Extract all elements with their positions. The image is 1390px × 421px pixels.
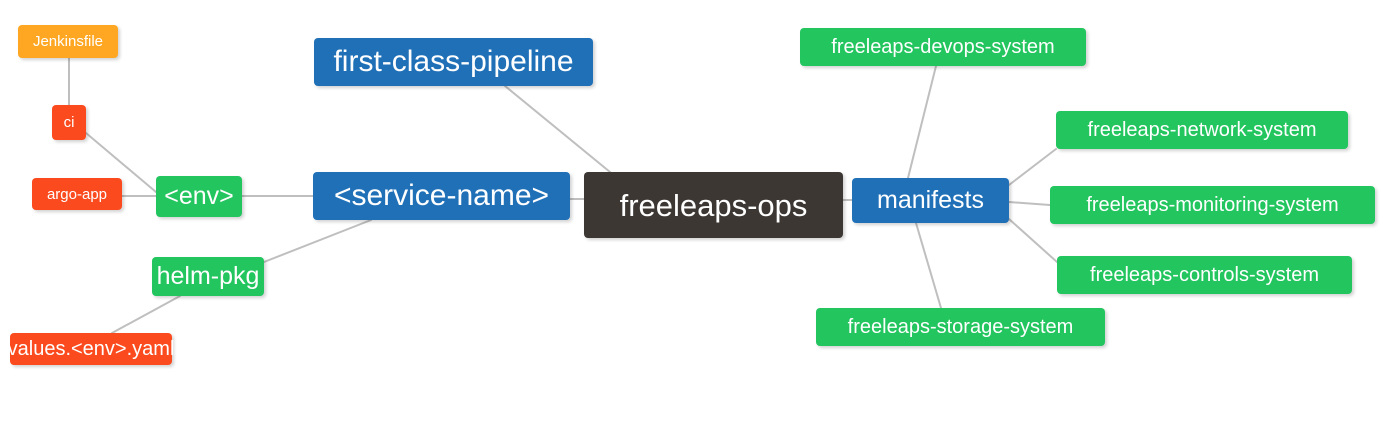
- node-label-argo-app: argo-app: [46, 185, 108, 203]
- node-values-yaml[interactable]: values.<env>.yaml: [7, 333, 175, 365]
- node-devops-system[interactable]: freeleaps-devops-system: [800, 28, 1086, 66]
- edge-controls-system-to-manifests: [1008, 218, 1058, 263]
- node-label-manifests: manifests: [877, 186, 984, 214]
- node-label-storage-system: freeleaps-storage-system: [847, 316, 1074, 338]
- edge-first-class-pipeline-to-freeleaps-ops: [504, 85, 611, 173]
- node-jenkinsfile[interactable]: Jenkinsfile: [18, 25, 118, 58]
- edge-monitoring-system-to-manifests: [1008, 201, 1051, 206]
- node-label-service-name: <service-name>: [333, 179, 550, 212]
- edge-network-system-to-manifests: [1008, 148, 1057, 186]
- node-label-values-yaml: values.<env>.yaml: [7, 338, 175, 360]
- node-label-env: <env>: [164, 182, 234, 210]
- node-label-controls-system: freeleaps-controls-system: [1090, 264, 1319, 286]
- node-manifests[interactable]: manifests: [852, 178, 1009, 223]
- node-argo-app[interactable]: argo-app: [32, 178, 122, 210]
- node-label-devops-system: freeleaps-devops-system: [831, 36, 1055, 58]
- node-label-network-system: freeleaps-network-system: [1087, 119, 1317, 141]
- node-service-name[interactable]: <service-name>: [313, 172, 570, 220]
- node-storage-system[interactable]: freeleaps-storage-system: [816, 308, 1105, 346]
- node-ci[interactable]: ci: [52, 105, 86, 140]
- node-helm-pkg[interactable]: helm-pkg: [152, 257, 264, 296]
- node-label-ci: ci: [63, 114, 75, 131]
- node-first-class-pipeline[interactable]: first-class-pipeline: [314, 38, 593, 86]
- node-label-helm-pkg: helm-pkg: [156, 262, 260, 290]
- node-label-first-class-pipeline: first-class-pipeline: [333, 45, 574, 78]
- node-label-freeleaps-ops: freeleaps-ops: [619, 187, 808, 223]
- edge-devops-system-to-manifests: [907, 65, 937, 179]
- node-freeleaps-ops[interactable]: freeleaps-ops: [584, 172, 843, 238]
- edge-values-yaml-to-helm-pkg: [111, 295, 181, 334]
- node-monitoring-system[interactable]: freeleaps-monitoring-system: [1050, 186, 1375, 224]
- node-label-monitoring-system: freeleaps-monitoring-system: [1086, 194, 1339, 216]
- edge-helm-pkg-to-service-name: [263, 219, 372, 263]
- node-label-jenkinsfile: Jenkinsfile: [32, 33, 104, 50]
- node-controls-system[interactable]: freeleaps-controls-system: [1057, 256, 1352, 294]
- edge-storage-system-to-manifests: [915, 222, 942, 309]
- node-env[interactable]: <env>: [156, 176, 242, 217]
- node-network-system[interactable]: freeleaps-network-system: [1056, 111, 1348, 149]
